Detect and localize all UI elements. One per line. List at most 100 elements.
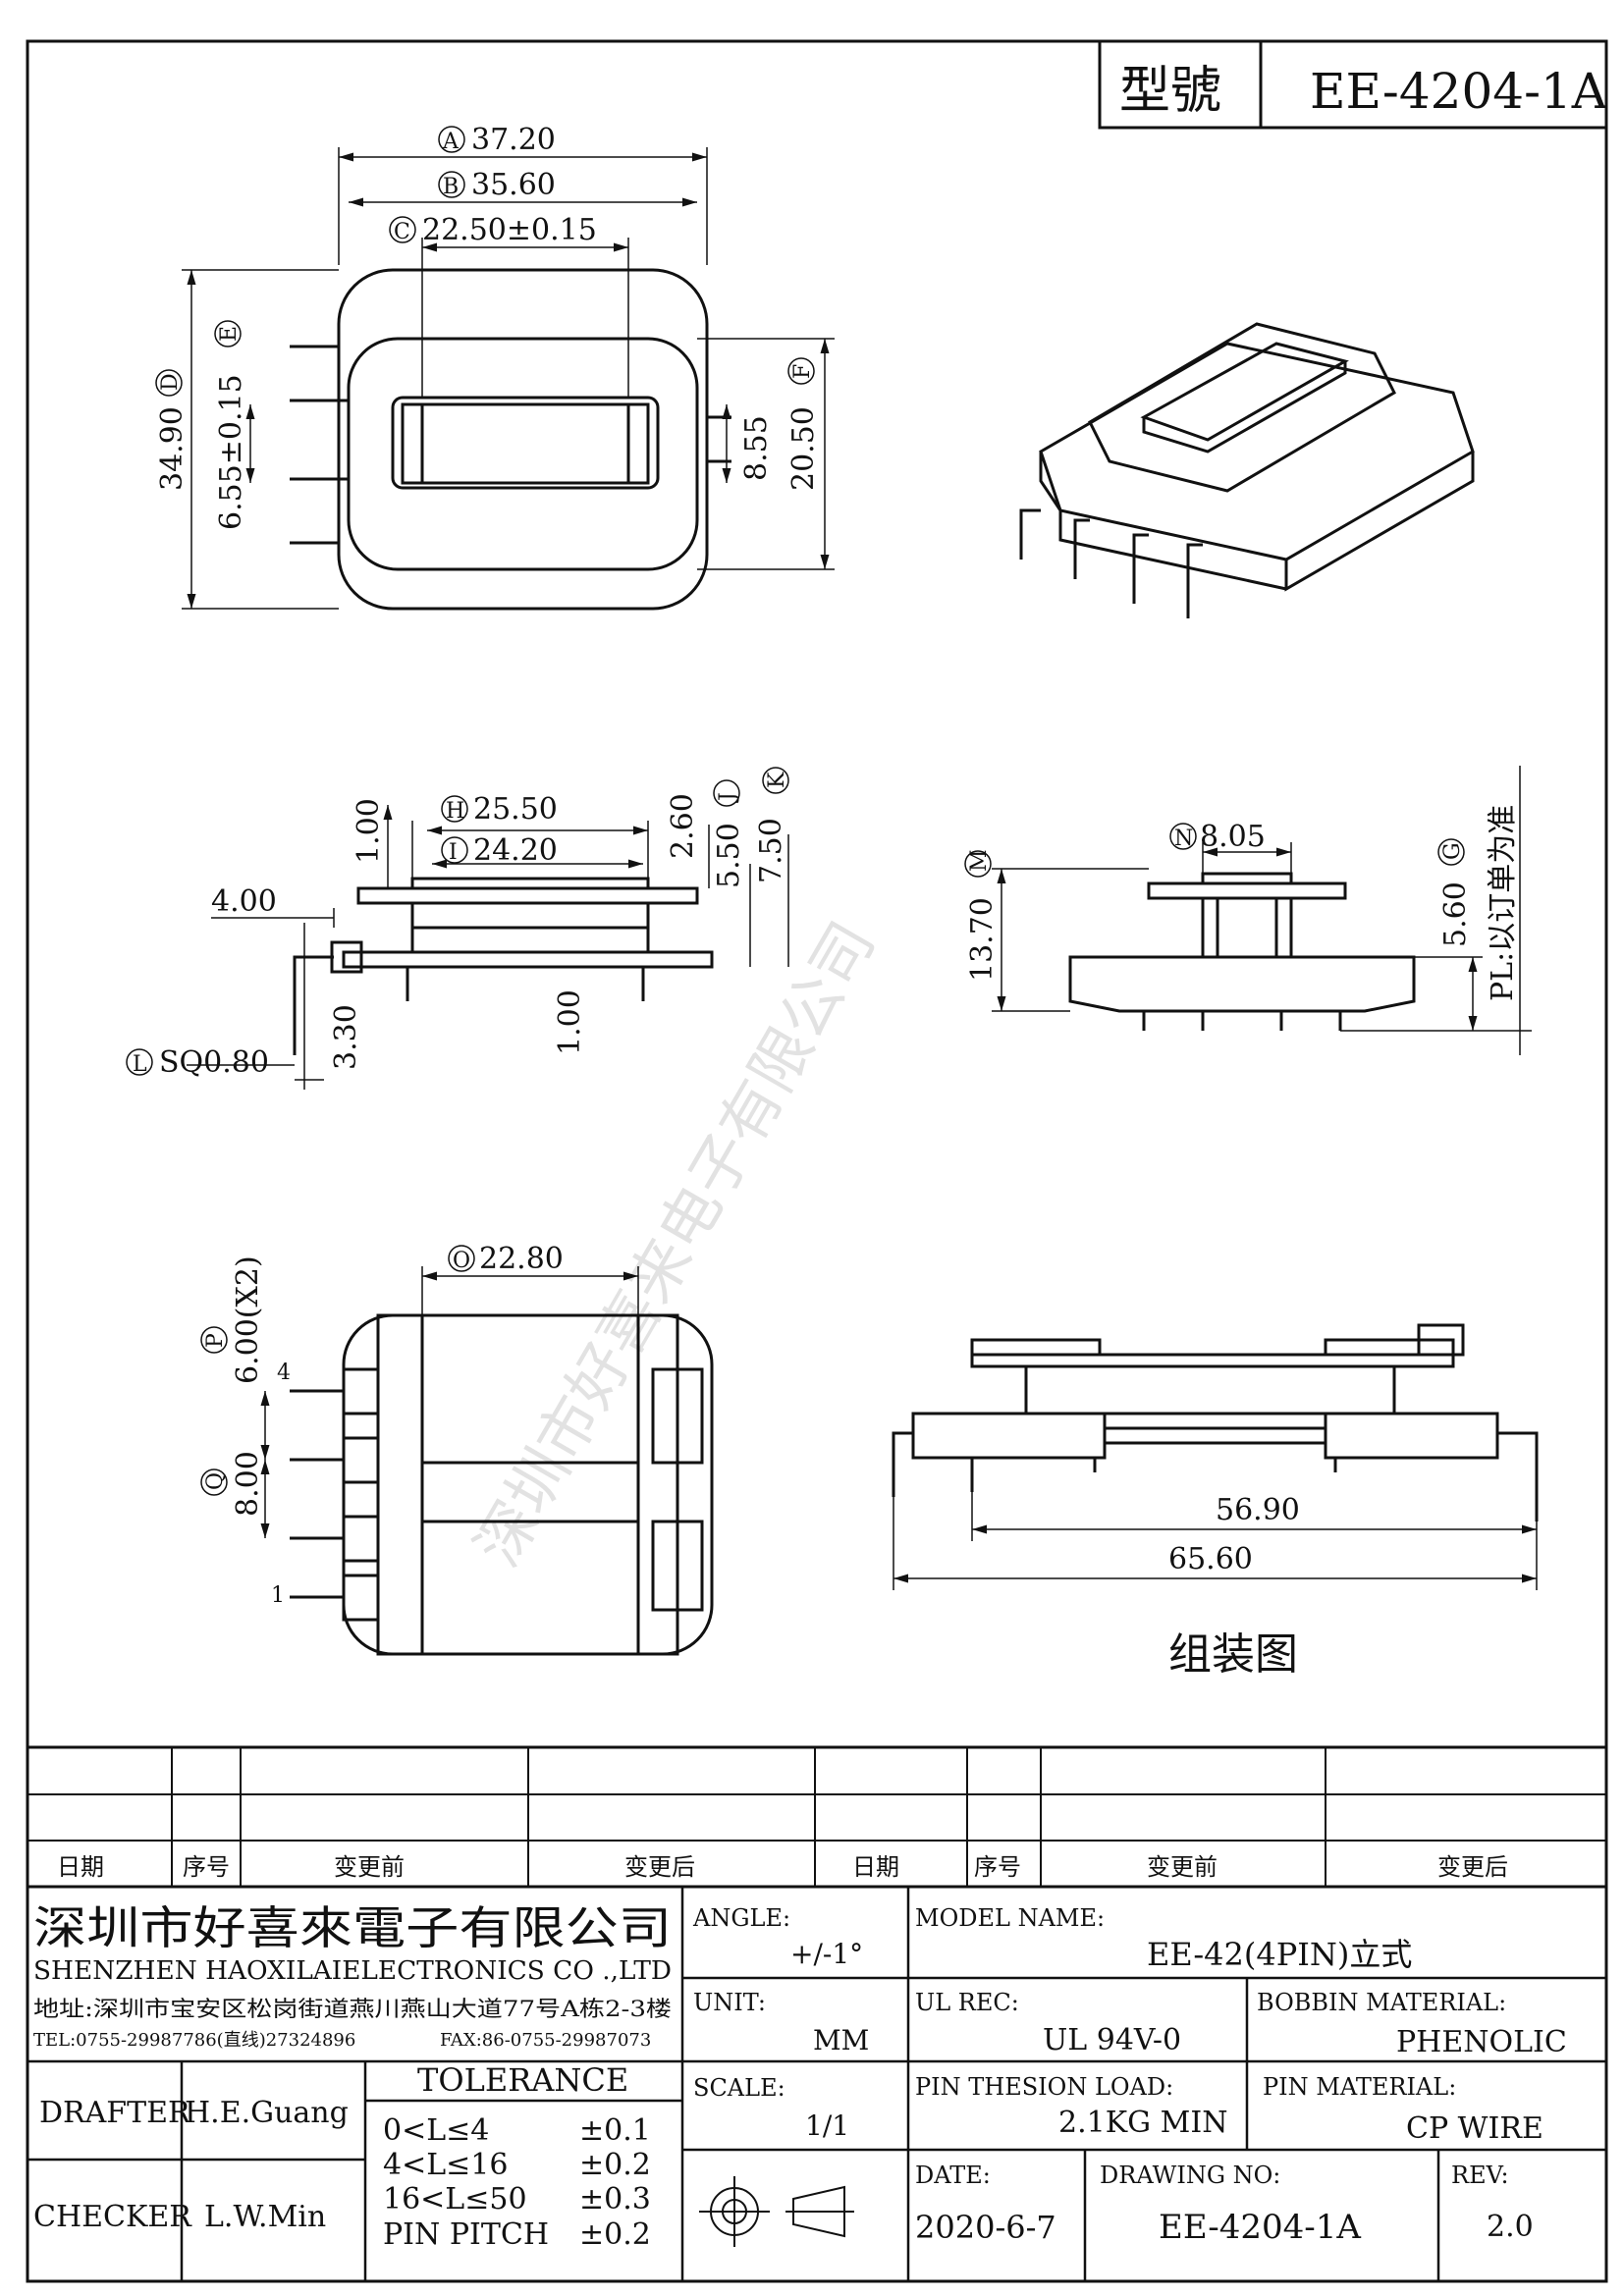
outer-border: [26, 39, 1608, 2283]
drafter-label: DRAFTER: [39, 2096, 191, 2130]
side-view-labels: H 25.50 I 24.20 1.00 2.60 5.50 J 7.50 K …: [126, 767, 789, 1080]
tolerance-range-1: 4<L≤16: [383, 2148, 508, 2182]
end-view-labels: N 8.05 13.70 M 5.60 G PL:以订单为准: [964, 805, 1520, 1001]
drawing-no-label: DRAWING NO:: [1100, 2162, 1280, 2189]
model-value: EE-4204-1A: [1310, 63, 1608, 120]
tolerance-range-3: PIN PITCH: [383, 2217, 549, 2252]
bobbin-material-value: PHENOLIC: [1396, 2025, 1567, 2059]
tolerance-value-0: ±0.1: [579, 2113, 651, 2148]
drafter-value: H.E.Guang: [185, 2096, 349, 2130]
pin-material-label: PIN MATERIAL:: [1263, 2073, 1456, 2101]
rev-header-before-1: 变更前: [334, 1853, 405, 1881]
model-label: 型號: [1119, 62, 1221, 121]
dim-L-letter: L: [133, 1052, 147, 1077]
dim-H: 25.50: [473, 792, 558, 827]
pin-number-1: 1: [271, 1583, 285, 1608]
dim-4-00: 4.00: [211, 884, 277, 919]
dim-2-60: 2.60: [666, 793, 700, 859]
tolerance-value-1: ±0.2: [579, 2148, 651, 2182]
dim-O-letter: O: [453, 1249, 470, 1273]
scale-value: 1/1: [805, 2109, 849, 2142]
dim-G-letter: G: [1440, 842, 1465, 860]
angle-label: ANGLE:: [692, 1904, 790, 1932]
assembly-labels: 56.90 65.60 组装图: [1168, 1493, 1300, 1680]
company-fax: FAX:86-0755-29987073: [440, 2030, 651, 2051]
rev-header-before-2: 变更前: [1147, 1853, 1218, 1881]
date-label: DATE:: [915, 2162, 991, 2189]
revision-headers: 日期 序号 变更前 变更后 日期 序号 变更前 变更后: [57, 1853, 1508, 1881]
scale-label: SCALE:: [693, 2074, 785, 2102]
bottom-view: [290, 1313, 714, 1656]
dim-Q-letter: Q: [203, 1472, 228, 1490]
dim-A-letter: A: [442, 130, 460, 154]
top-view: [290, 268, 731, 611]
unit-value: MM: [813, 2024, 869, 2056]
dim-I: 24.20: [473, 833, 558, 868]
dim-J: 5.50: [712, 823, 746, 888]
tolerance-value-2: ±0.3: [579, 2182, 651, 2216]
dim-F-letter: F: [790, 364, 815, 379]
ul-rec-value: UL 94V-0: [1043, 2023, 1181, 2057]
rev-value: 2.0: [1487, 2210, 1534, 2244]
dim-P: 6.00(X2): [231, 1255, 265, 1384]
company-address: 地址:深圳市宝安区松岗街道燕川燕山大道77号A栋2-3楼: [33, 1998, 672, 2022]
pin-thesion-label: PIN THESION LOAD:: [915, 2073, 1173, 2101]
bobbin-material-label: BOBBIN MATERIAL:: [1257, 1989, 1506, 2016]
dim-P-letter: P: [203, 1333, 228, 1348]
rev-label: REV:: [1451, 2162, 1509, 2189]
unit-label: UNIT:: [693, 1989, 766, 2016]
angle-value: +/-1°: [790, 1938, 863, 1970]
top-view-dimensions: [182, 147, 835, 610]
drawing-no-value: EE-4204-1A: [1159, 2208, 1361, 2247]
pl-note: PL:以订单为准: [1486, 805, 1520, 1001]
dim-N: 8.05: [1200, 820, 1266, 854]
rev-header-after-2: 变更后: [1437, 1853, 1508, 1881]
dim-C: 22.50±0.15: [422, 213, 597, 247]
dim-N-letter: N: [1174, 827, 1193, 851]
pin-material-value: CP WIRE: [1406, 2111, 1543, 2146]
assembly-title: 组装图: [1168, 1629, 1298, 1680]
dim-A: 37.20: [471, 123, 556, 157]
dim-E-letter: E: [217, 326, 242, 342]
end-view: [1068, 872, 1416, 1031]
bottom-view-labels: O 22.80 6.00(X2) P 8.00 Q 4 1: [200, 1242, 564, 1608]
side-view-dimensions: [187, 805, 789, 1090]
dim-I-letter: I: [449, 840, 458, 865]
top-view-labels: A 37.20 B 35.60 C 22.50±0.15 34.90 D 6.5…: [155, 123, 821, 530]
bottom-view-dimensions: [260, 1266, 639, 1538]
assembly-dimensions: [893, 1492, 1538, 1590]
projection-symbol: [699, 2176, 854, 2247]
pin-number-4: 4: [277, 1361, 291, 1385]
revision-table: [27, 1745, 1606, 1889]
company-tel: TEL:0755-29987786(直线)27324896: [33, 2030, 355, 2051]
pin-thesion-value: 2.1KG MIN: [1058, 2106, 1227, 2140]
dim-L: SQ0.80: [159, 1045, 269, 1080]
tolerance-range-0: 0<L≤4: [383, 2113, 489, 2148]
dim-M: 13.70: [965, 897, 1000, 982]
checker-label: CHECKER: [33, 2200, 192, 2234]
end-view-dimensions: [992, 766, 1532, 1055]
dim-J-letter: J: [716, 792, 740, 803]
dim-O: 22.80: [479, 1242, 564, 1276]
date-value: 2020-6-7: [915, 2209, 1056, 2246]
dim-8-55: 8.55: [739, 415, 774, 481]
dim-F: 20.50: [786, 406, 821, 491]
tolerance-range-2: 16<L≤50: [383, 2182, 527, 2216]
rev-header-seq-2: 序号: [974, 1853, 1021, 1881]
dim-K: 7.50: [754, 818, 788, 883]
info-grid: [27, 1887, 1606, 2281]
dim-B: 35.60: [471, 168, 556, 202]
dim-M-letter: M: [967, 849, 992, 872]
rev-header-date-2: 日期: [852, 1853, 899, 1881]
rev-header-date-1: 日期: [57, 1853, 104, 1881]
ul-rec-label: UL REC:: [915, 1989, 1019, 2016]
dim-65-60: 65.60: [1168, 1542, 1253, 1576]
checker-value: L.W.Min: [204, 2200, 326, 2234]
dim-D-letter: D: [158, 373, 183, 391]
dim-C-letter: C: [394, 220, 410, 244]
company-name-cn: 深圳市好喜來電子有限公司: [33, 1901, 672, 1954]
dim-Q: 8.00: [231, 1451, 265, 1517]
dim-B-letter: B: [443, 175, 459, 199]
model-name-label: MODEL NAME:: [915, 1904, 1105, 1932]
